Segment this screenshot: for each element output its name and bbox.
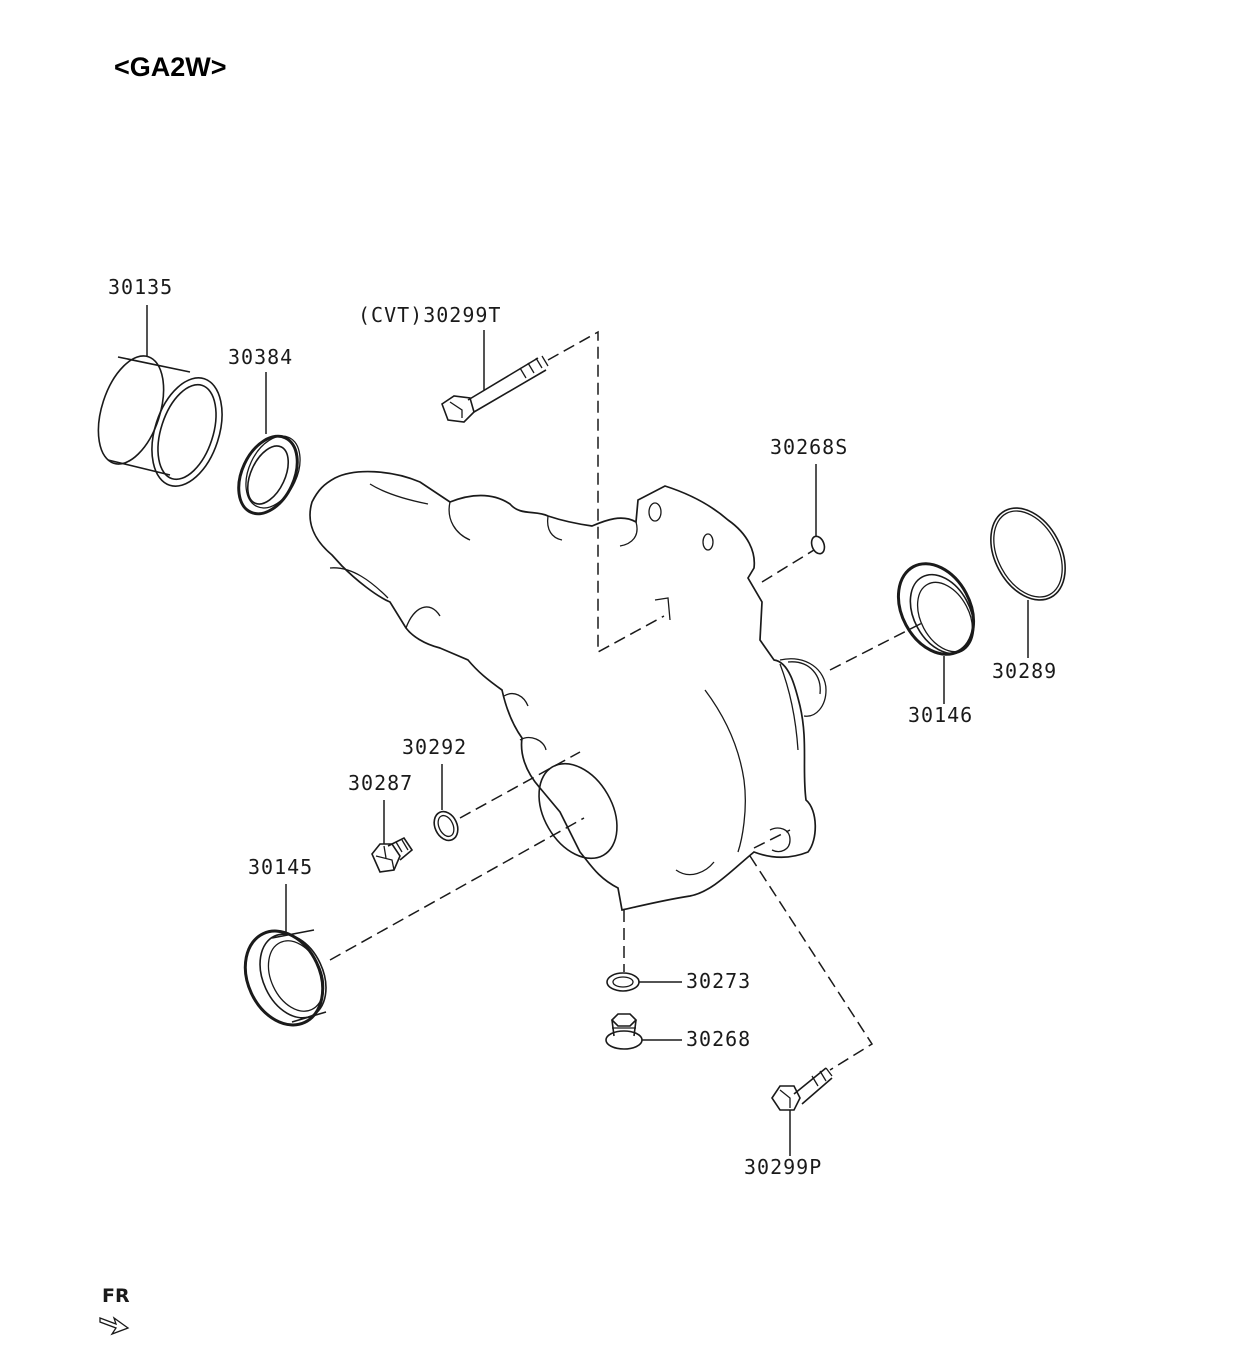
label-30299p: 30299P	[744, 1155, 822, 1179]
label-30292: 30292	[402, 735, 467, 759]
part-30268-drain-plug	[605, 1013, 682, 1050]
part-30299p-bolt	[771, 1067, 833, 1156]
label-30299t: (CVT)30299T	[358, 303, 501, 327]
label-30289: 30289	[992, 659, 1057, 683]
part-30146-seal	[896, 562, 976, 704]
assembly-lines	[329, 330, 925, 1071]
part-30384-seal	[237, 372, 301, 516]
part-30135-sleeve	[97, 305, 223, 487]
label-30384: 30384	[228, 345, 293, 369]
label-30135: 30135	[108, 275, 173, 299]
part-labels: 30135 30384 (CVT)30299T 30268S 30289 301…	[108, 275, 1057, 1179]
front-direction-indicator: FR	[99, 1285, 130, 1336]
part-30289-o-ring	[990, 507, 1066, 658]
transfer-case-housing	[309, 470, 827, 912]
label-30146: 30146	[908, 703, 973, 727]
label-30287: 30287	[348, 771, 413, 795]
part-30268s-o-ring	[810, 464, 826, 555]
label-30268s: 30268S	[770, 435, 848, 459]
diagram-title: <GA2W>	[114, 52, 227, 82]
label-30145: 30145	[248, 855, 313, 879]
fr-label: FR	[102, 1285, 130, 1307]
part-30287-plug	[371, 800, 414, 873]
part-30299t-bolt	[441, 330, 549, 423]
part-30145-seal	[243, 884, 327, 1027]
label-30273: 30273	[686, 969, 751, 993]
label-30268: 30268	[686, 1027, 751, 1051]
part-30273-gasket	[606, 972, 682, 992]
part-30292-washer	[433, 764, 459, 842]
front-arrow-icon	[99, 1316, 130, 1336]
